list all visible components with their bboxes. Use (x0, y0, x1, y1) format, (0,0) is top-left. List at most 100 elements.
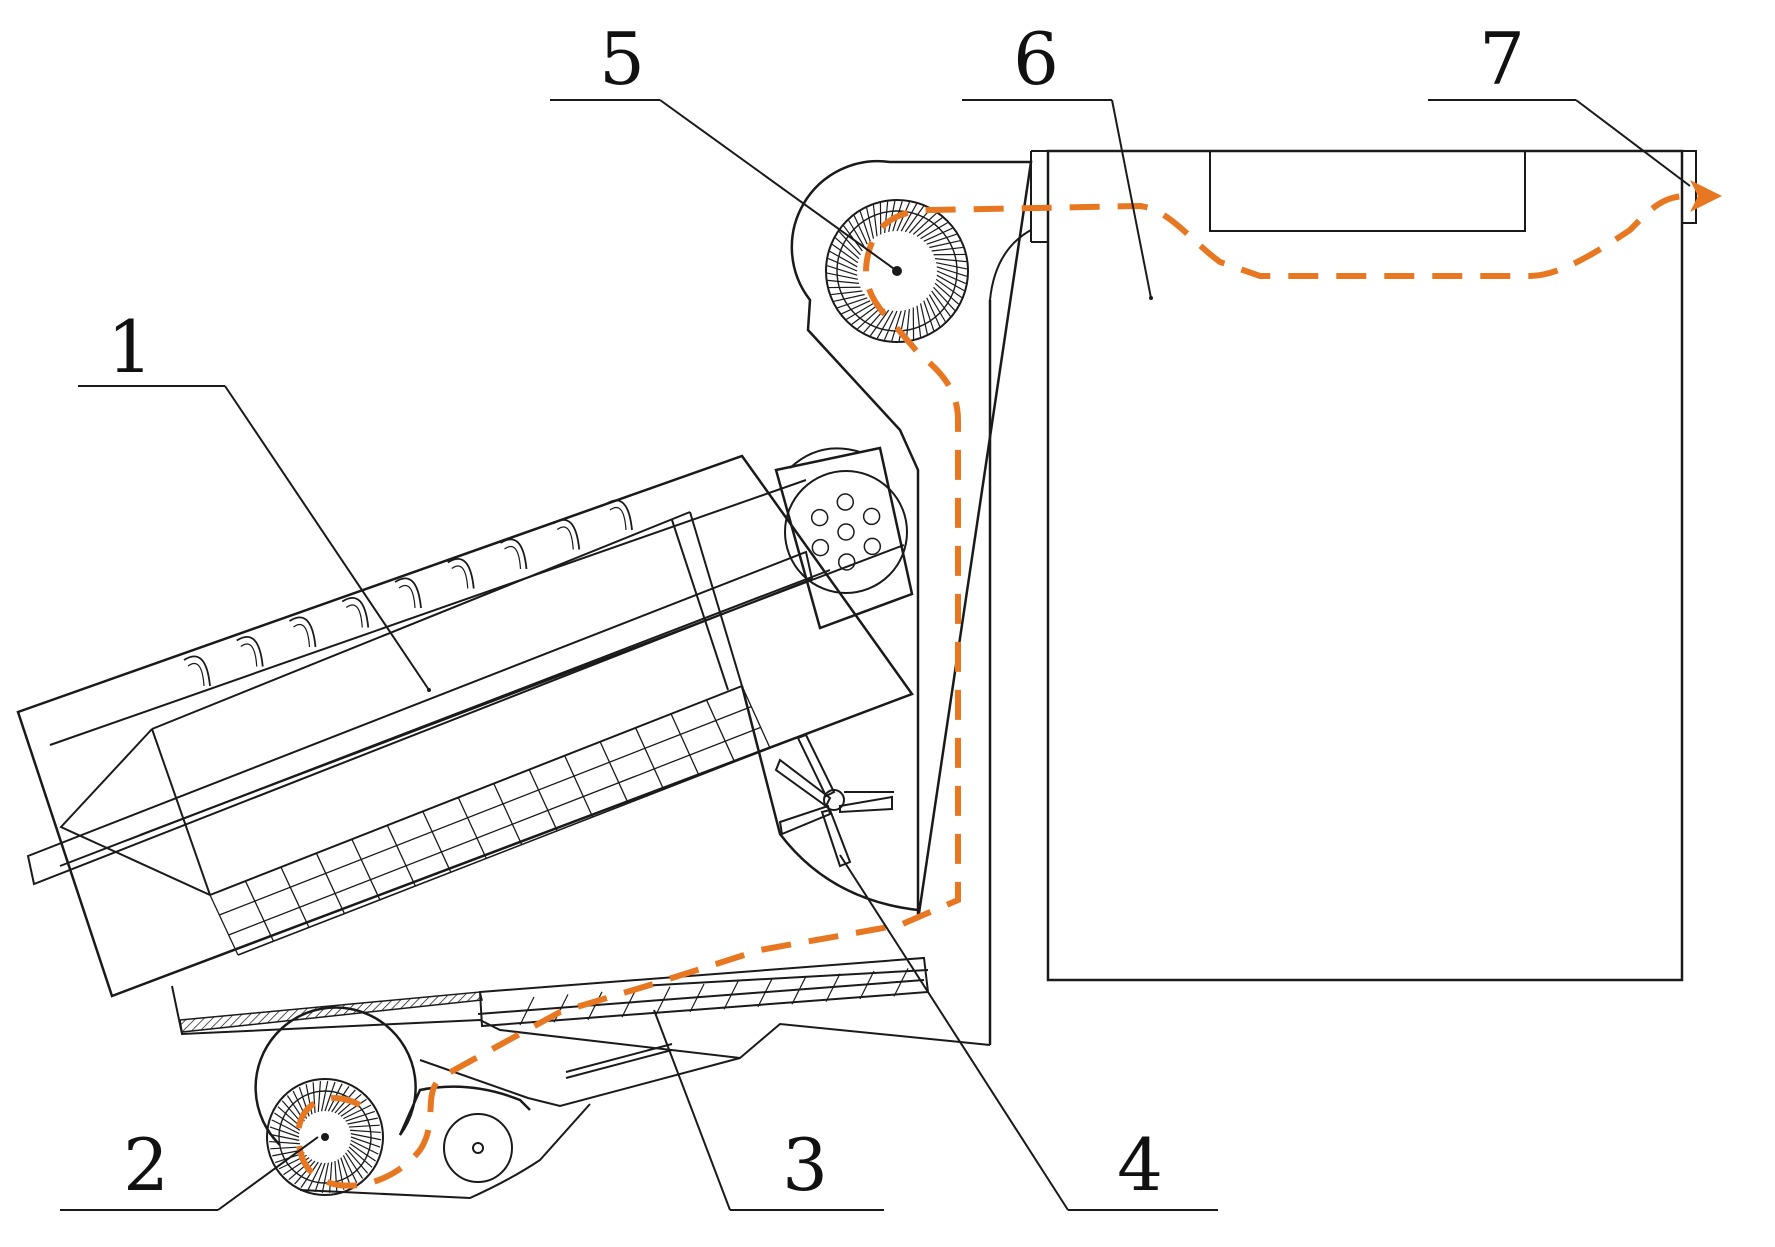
conveyor-slat (825, 973, 841, 1002)
label-part-4: 4 (1117, 1123, 1163, 1207)
conveyor-slat (587, 991, 603, 1021)
conveyor-slat (621, 988, 637, 1018)
fan-blade (345, 1152, 364, 1179)
hook (500, 538, 528, 570)
conveyor-slat (519, 996, 535, 1026)
fan-blade (270, 1146, 302, 1150)
hook (236, 635, 264, 667)
hook-inner (345, 604, 363, 628)
lower-fan (254, 1006, 741, 1200)
fan-blade (934, 282, 960, 305)
fan-blade (859, 211, 871, 242)
fan-blade (916, 217, 943, 237)
fan-blade (337, 1093, 362, 1115)
fan-blade (271, 1119, 300, 1135)
fan-blade (314, 1162, 326, 1193)
grid-line (422, 811, 452, 873)
fan-blade (307, 1162, 323, 1191)
stirring-paddle (740, 685, 919, 912)
hook (289, 616, 317, 648)
motor-hole (811, 538, 830, 557)
fan-blade (931, 290, 951, 317)
fan-blade (841, 300, 871, 315)
fan-blade (829, 250, 858, 268)
fan-blade (908, 208, 931, 234)
fan-blade (876, 310, 894, 339)
fan-blade (866, 207, 875, 239)
hook (341, 596, 370, 628)
label-part-1: 1 (107, 305, 153, 389)
fan-blade (916, 305, 922, 337)
fan-blade (350, 1139, 379, 1155)
fan-blade (312, 1082, 316, 1114)
fan-blade (340, 1098, 367, 1117)
idler-wheel (443, 1113, 513, 1183)
grid-line (315, 852, 345, 914)
fan-blade (350, 1129, 381, 1134)
motor-holes (810, 493, 882, 571)
hook (447, 557, 475, 589)
fan-blade (936, 266, 967, 277)
grid-line (228, 726, 761, 936)
conveyor-slat (893, 968, 909, 997)
box-inner-panel (1209, 150, 1526, 232)
fan-blade (923, 227, 953, 242)
conveyor-trough (171, 956, 991, 1079)
fan-blade (900, 203, 918, 232)
conveyor-slats (519, 968, 909, 1026)
fan-blade (838, 231, 861, 256)
drive-motor (774, 446, 914, 630)
hook-inner (504, 545, 522, 570)
label-part-6: 6 (1013, 17, 1059, 101)
fan-blade (834, 237, 860, 260)
fan-blade (350, 1136, 381, 1148)
label-part-5: 5 (599, 17, 645, 101)
hook-inner (556, 526, 574, 550)
fan-blade (349, 1143, 376, 1162)
leader-lines (60, 99, 1691, 1211)
fan-blade (324, 1081, 336, 1112)
grid-line (244, 880, 275, 942)
screen-hooks (183, 499, 633, 687)
fan-blade (853, 215, 868, 245)
label-part-3: 3 (782, 1123, 828, 1207)
fan-blade (342, 1155, 358, 1184)
fan-blade (933, 286, 956, 311)
fan-blade (920, 222, 948, 240)
fan-blade (883, 310, 898, 341)
hook (394, 577, 422, 609)
fan-blade (350, 1133, 382, 1141)
fan-blade (926, 233, 957, 245)
grid-line (280, 866, 310, 928)
fan-blade (891, 310, 902, 341)
grid-line (528, 769, 558, 832)
grid-line (237, 747, 771, 956)
fan-blade (288, 1159, 313, 1181)
fan-blade (928, 294, 946, 322)
hook (183, 655, 211, 687)
motor-hole (810, 508, 829, 527)
label-part-7: 7 (1479, 17, 1525, 101)
fan-blade (827, 279, 860, 284)
hook-inner (187, 662, 205, 687)
fan-blade (294, 1160, 316, 1185)
conveyor-slat (553, 994, 569, 1023)
motor-hole (837, 553, 856, 571)
fan-blade (846, 302, 874, 320)
grid-line (741, 685, 771, 749)
conveyor-slat (791, 975, 807, 1005)
fan-blade (923, 300, 935, 331)
fan-blade (348, 1124, 380, 1128)
grid-line (564, 755, 594, 818)
fan-blade (827, 265, 858, 276)
grid-line (219, 706, 752, 916)
fan-blade (274, 1112, 301, 1131)
fan-blade (936, 270, 967, 285)
motor-hole (837, 523, 855, 541)
fan-blade (857, 307, 882, 330)
motor-hole (863, 537, 882, 556)
upper-fan-housing (790, 159, 1033, 1045)
fan-blade (935, 278, 963, 299)
fan-blade (833, 293, 865, 302)
